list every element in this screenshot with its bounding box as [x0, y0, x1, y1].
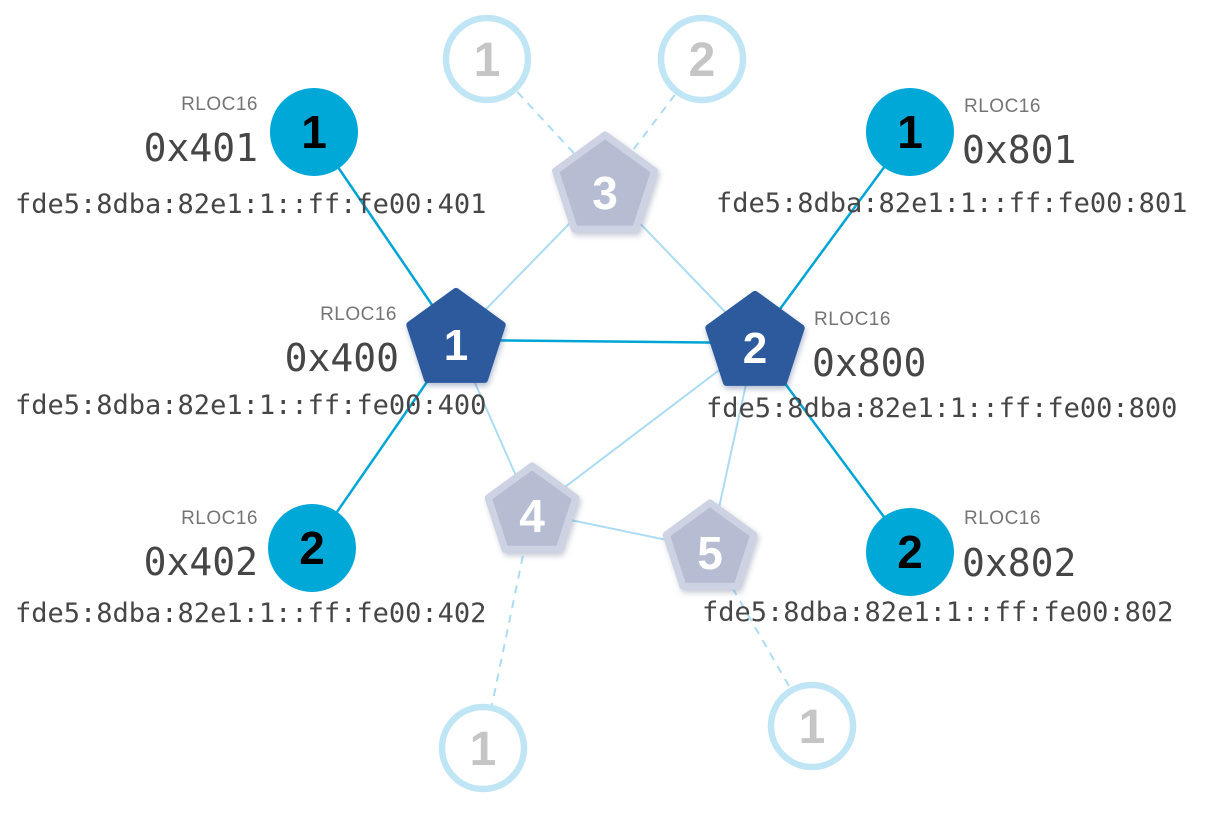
- child-circle: [866, 508, 954, 596]
- child-circle: [270, 88, 358, 176]
- node-number: 1: [301, 106, 327, 158]
- node-inactive-child-bottom2: 1: [767, 681, 857, 771]
- rloc16-caption-router1: RLOC16: [320, 304, 397, 325]
- rloc16-value-child402: 0x402: [144, 540, 258, 584]
- child-circle: [866, 88, 954, 176]
- rloc16-value-child401: 0x401: [144, 126, 258, 170]
- inactive-child-circle: [438, 703, 528, 793]
- node-number: 2: [897, 526, 923, 578]
- node-inactive-router-4: 4: [484, 462, 580, 553]
- router-pentagon: [406, 288, 506, 383]
- node-number: 2: [689, 34, 716, 87]
- node-child-801: 1: [866, 88, 954, 176]
- node-number: 4: [519, 490, 545, 542]
- node-inactive-child-bottom1: 1: [438, 703, 528, 793]
- link-router4-router2: [531, 342, 756, 513]
- rloc16-value-child801: 0x801: [962, 128, 1076, 172]
- ipv6-router2: fde5:8dba:82e1:1::ff:fe00:800: [706, 393, 1177, 424]
- inactive-child-circle: [767, 681, 857, 771]
- rloc16-caption-child801: RLOC16: [964, 96, 1041, 117]
- node-child-401: 1: [270, 88, 358, 176]
- ipv6-router1: fde5:8dba:82e1:1::ff:fe00:400: [15, 390, 486, 421]
- rloc16-value-child802: 0x802: [962, 541, 1076, 585]
- ipv6-child802: fde5:8dba:82e1:1::ff:fe00:802: [702, 597, 1173, 628]
- node-number: 2: [743, 324, 767, 373]
- rloc16-caption-child402: RLOC16: [181, 508, 258, 529]
- node-router-2: 2: [705, 291, 805, 386]
- node-inactive-router-5: 5: [662, 499, 758, 590]
- rloc16-caption-child401: RLOC16: [181, 94, 258, 115]
- node-number: 1: [470, 723, 497, 776]
- inactive-router-pentagon: [552, 131, 658, 233]
- node-router-1: 1: [406, 288, 506, 383]
- child-circle: [268, 504, 356, 592]
- inactive-router-pentagon: [484, 462, 580, 553]
- node-inactive-child-top1: 1: [442, 14, 532, 104]
- rloc16-value-router1: 0x400: [285, 336, 399, 380]
- inactive-child-circle: [657, 14, 747, 104]
- link-inactive-childtop2-router3: [604, 58, 703, 188]
- node-inactive-router-3: 3: [552, 131, 658, 233]
- link-router1-router2: [455, 338, 756, 345]
- node-number: 1: [474, 34, 501, 87]
- node-number: 3: [592, 167, 618, 219]
- node-number: 2: [299, 522, 325, 574]
- ipv6-child801: fde5:8dba:82e1:1::ff:fe00:801: [716, 188, 1187, 219]
- router-pentagon: [705, 291, 805, 386]
- node-child-402: 2: [268, 504, 356, 592]
- rloc16-caption-router2: RLOC16: [814, 309, 891, 330]
- node-inactive-child-top2: 2: [657, 14, 747, 104]
- node-number: 1: [444, 321, 468, 370]
- inactive-child-circle: [442, 14, 532, 104]
- ipv6-child402: fde5:8dba:82e1:1::ff:fe00:402: [15, 598, 486, 629]
- inactive-router-pentagon: [662, 499, 758, 590]
- rloc16-caption-child802: RLOC16: [964, 508, 1041, 529]
- node-child-802: 2: [866, 508, 954, 596]
- node-number: 1: [897, 106, 923, 158]
- ipv6-child401: fde5:8dba:82e1:1::ff:fe00:401: [15, 189, 486, 220]
- node-number: 1: [799, 701, 826, 754]
- label-layer: RLOC16 0x401 fde5:8dba:82e1:1::ff:fe00:4…: [15, 94, 1187, 629]
- rloc16-value-router2: 0x800: [812, 341, 926, 385]
- node-number: 5: [697, 527, 723, 579]
